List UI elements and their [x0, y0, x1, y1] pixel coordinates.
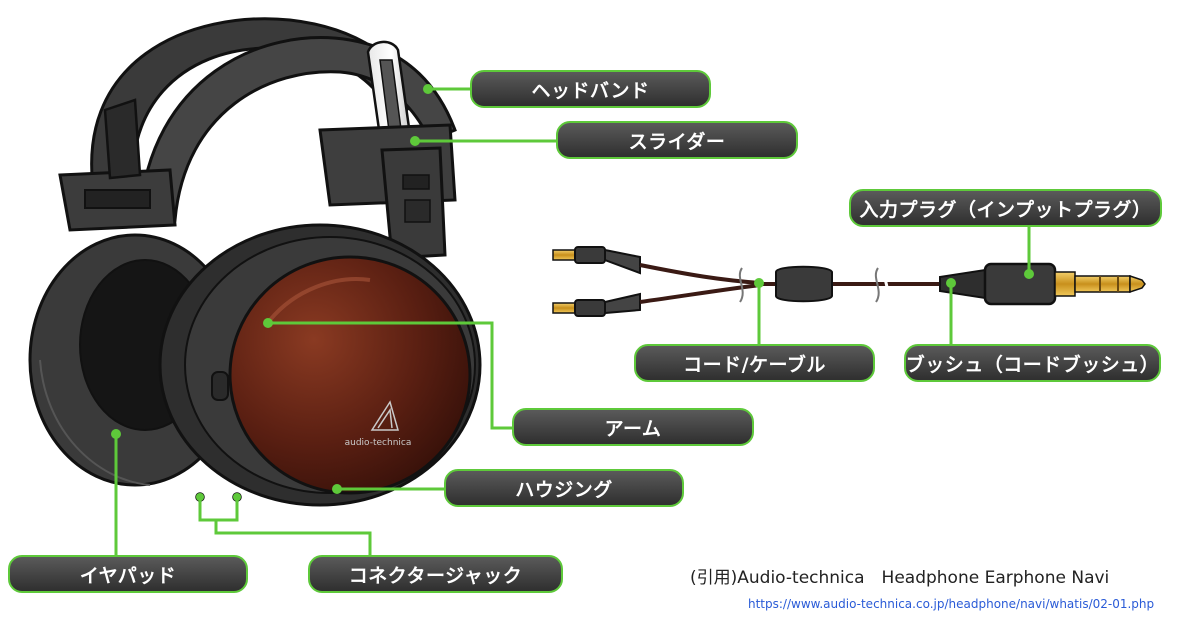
credit-url-link[interactable]: https://www.audio-technica.co.jp/headpho…: [748, 597, 1155, 611]
input-plug: [983, 262, 1057, 306]
leader-lines: [114, 87, 1031, 555]
headband: [138, 36, 457, 222]
cable-illustration: [552, 246, 1146, 317]
leader-dots: [111, 84, 1034, 501]
leader-connector: [198, 497, 239, 522]
logo-text: audio-technica: [345, 438, 412, 448]
logo-icon: [370, 400, 399, 431]
label-housing: ハウジング: [444, 469, 684, 507]
leader-connector-2: [214, 520, 372, 555]
mini-plug-bottom: [552, 292, 641, 317]
housing: [228, 255, 472, 495]
label-headband: ヘッドバンド: [470, 70, 711, 108]
headphone-illustration: audio-technica: [28, 17, 482, 507]
leader-arm: [268, 321, 514, 430]
label-connector-jack: コネクタージャック: [308, 555, 563, 593]
label-slider: スライダー: [556, 121, 798, 159]
credit-text: (引用)Audio-technica Headphone Earphone Na…: [690, 568, 1110, 588]
label-bushing: ブッシュ（コードブッシュ）: [904, 344, 1161, 382]
label-arm: アーム: [512, 408, 754, 446]
label-ear-pad: イヤパッド: [8, 555, 248, 593]
label-cord: コード/ケーブル: [634, 344, 875, 382]
label-input-plug: 入力プラグ（インプットプラグ）: [849, 189, 1162, 227]
mini-plug-top: [552, 246, 641, 275]
